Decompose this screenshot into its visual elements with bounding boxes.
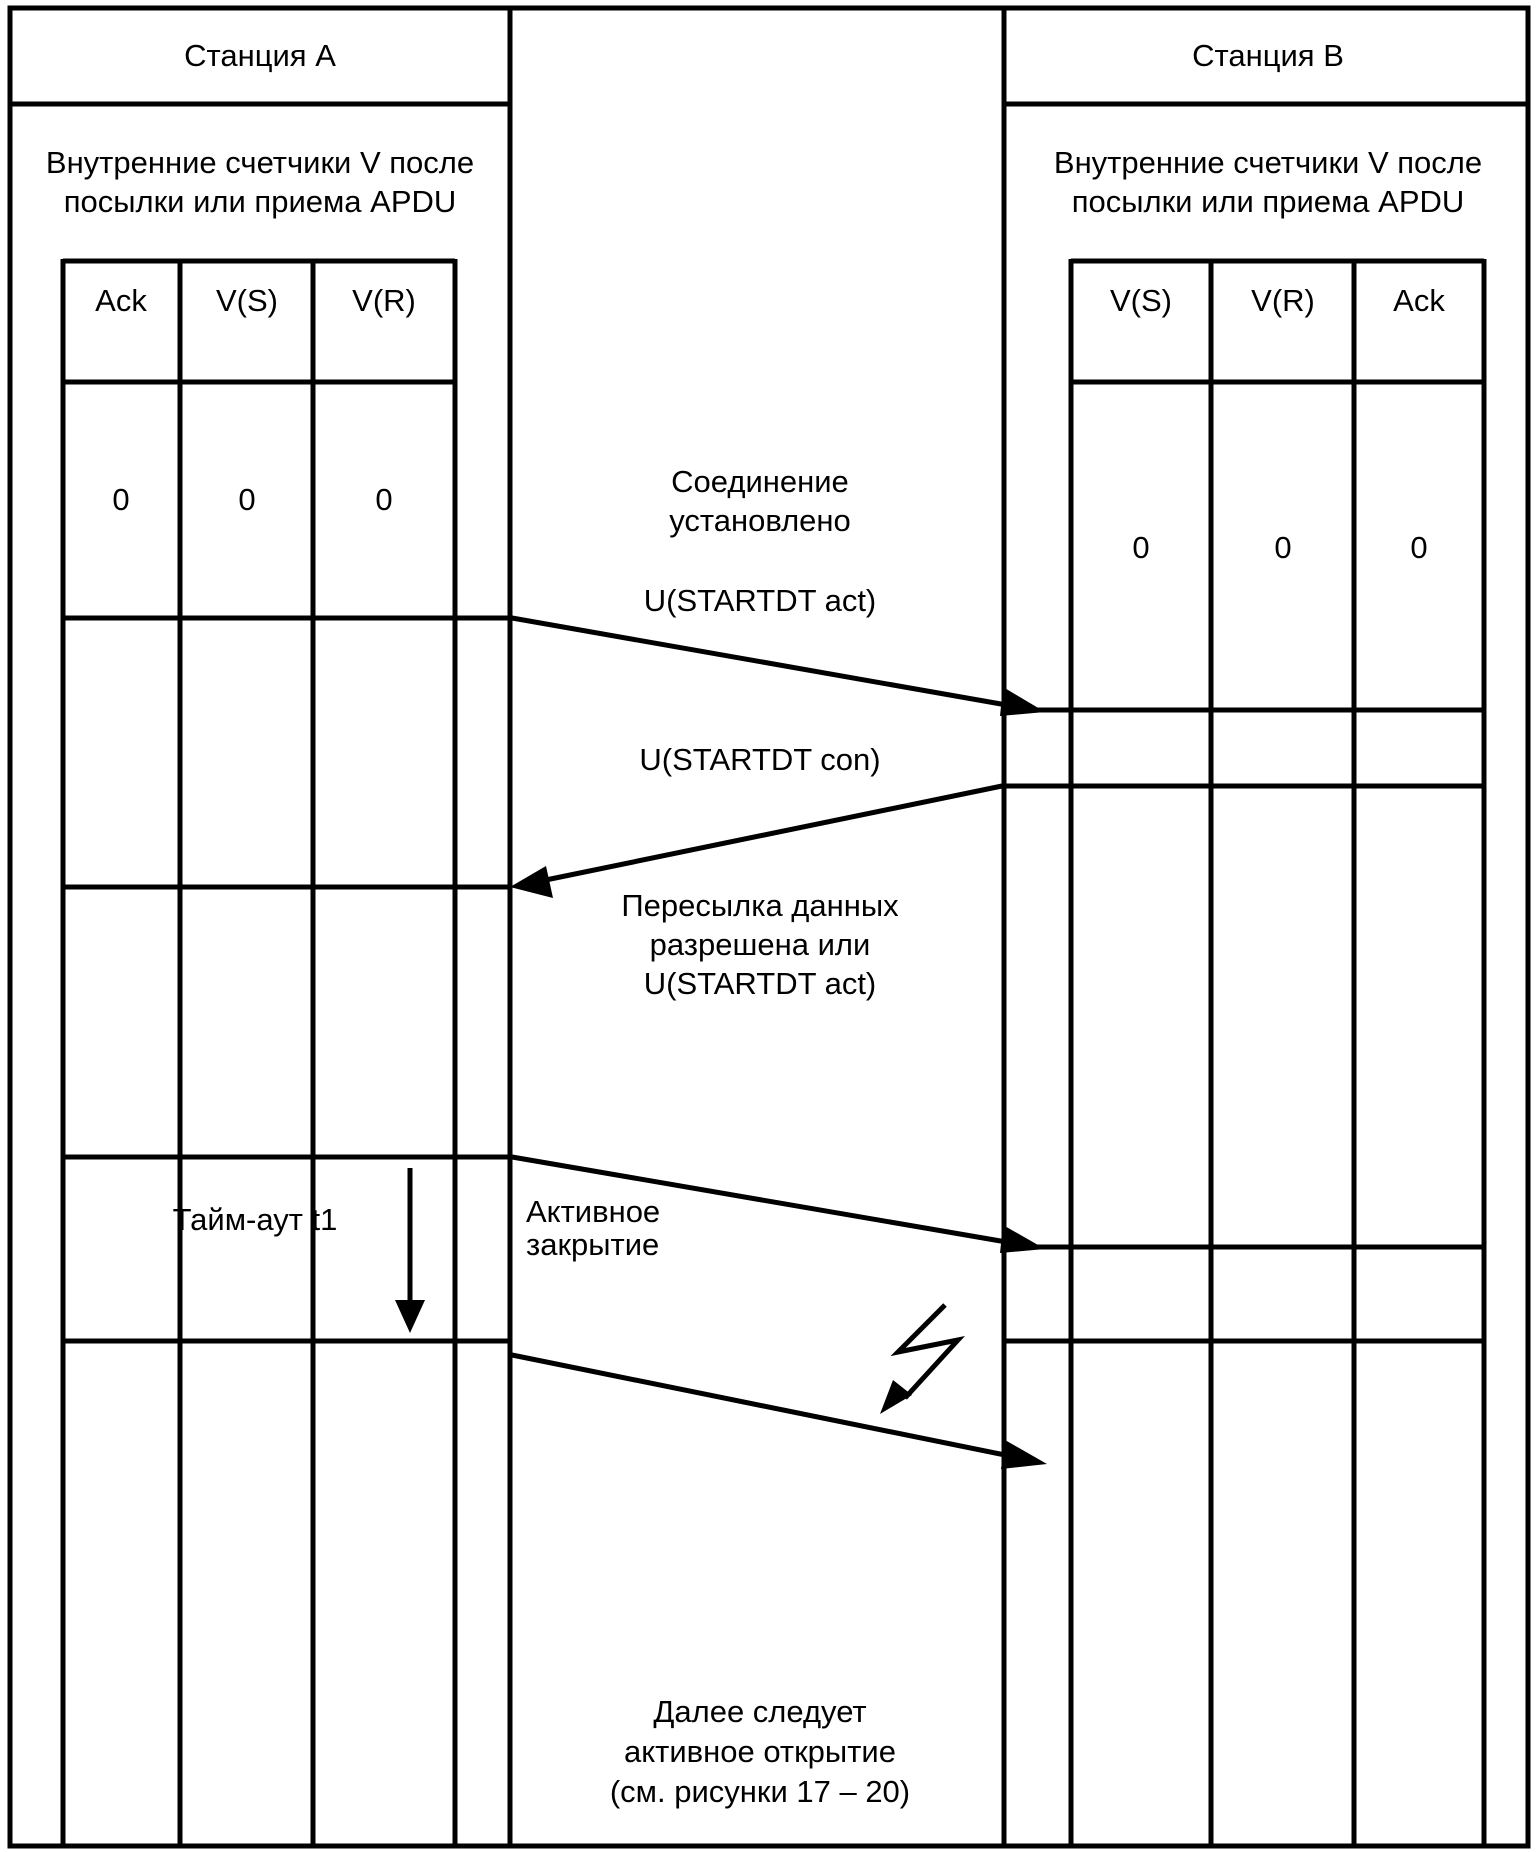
arrow-lost-message <box>511 1352 1021 1461</box>
station-b-vr-value: 0 <box>1274 530 1291 565</box>
station-a-col-ack: Ack <box>95 283 147 318</box>
transfer-label-line3: U(STARTDT act) <box>644 966 877 1001</box>
startdt-act-label: U(STARTDT act) <box>644 583 877 618</box>
connection-label-line2: установлено <box>669 503 851 538</box>
connection-label-line1: Соединение <box>671 464 849 499</box>
station-b-col-vr: V(R) <box>1251 283 1315 318</box>
station-b-vs-value: 0 <box>1132 530 1149 565</box>
arrowhead-timeout <box>395 1300 425 1333</box>
station-b-ack-value: 0 <box>1410 530 1427 565</box>
station-b-col-ack: Ack <box>1393 283 1445 318</box>
station-b-caption-line2: посылки или приема APDU <box>1072 184 1465 219</box>
outer-border <box>7 5 1531 1849</box>
station-a-col-vr: V(R) <box>352 283 416 318</box>
message-arrows <box>407 615 1021 1461</box>
arrow-active-close <box>511 1154 1019 1247</box>
active-close-label-line1: Активное <box>526 1194 660 1229</box>
station-b-col-vs: V(S) <box>1110 283 1172 318</box>
arrow-startdt-act <box>511 615 1019 710</box>
arrowhead-startdt-con <box>510 866 553 898</box>
station-a-caption-line2: посылки или приема APDU <box>64 184 457 219</box>
station-b-title: Станция В <box>1192 38 1344 73</box>
arrowhead-lost-message <box>1001 1440 1047 1469</box>
arrowhead-lightning <box>880 1380 912 1414</box>
next-label-line2: активное открытие <box>624 1734 896 1769</box>
frame <box>7 5 1531 1849</box>
station-a-table <box>60 258 510 1846</box>
transfer-label-line1: Пересылка данных <box>621 888 899 923</box>
station-a-caption-line1: Внутренние счетчики V после <box>46 145 474 180</box>
next-label-line1: Далее следует <box>653 1694 866 1729</box>
arrowhead-active-close <box>1000 1225 1045 1253</box>
transfer-label-line2: разрешена или <box>650 927 871 962</box>
arrow-heads <box>395 687 1047 1469</box>
arrow-startdt-con <box>535 783 1003 885</box>
active-close-label-line2: закрытие <box>526 1227 659 1262</box>
arrowhead-startdt-act <box>1000 687 1045 716</box>
lightning-icon <box>890 1303 965 1400</box>
station-a-ack-value: 0 <box>112 482 129 517</box>
station-b-table <box>1004 258 1487 1846</box>
timeout-label: Тайм-аут t1 <box>173 1202 338 1237</box>
next-label-line3: (см. рисунки 17 – 20) <box>610 1774 910 1809</box>
station-a-vs-value: 0 <box>238 482 255 517</box>
station-a-col-vs: V(S) <box>216 283 278 318</box>
station-a-vr-value: 0 <box>375 482 392 517</box>
station-a-title: Станция А <box>184 38 336 73</box>
station-b-caption-line1: Внутренние счетчики V после <box>1054 145 1482 180</box>
startdt-con-label: U(STARTDT con) <box>639 742 880 777</box>
